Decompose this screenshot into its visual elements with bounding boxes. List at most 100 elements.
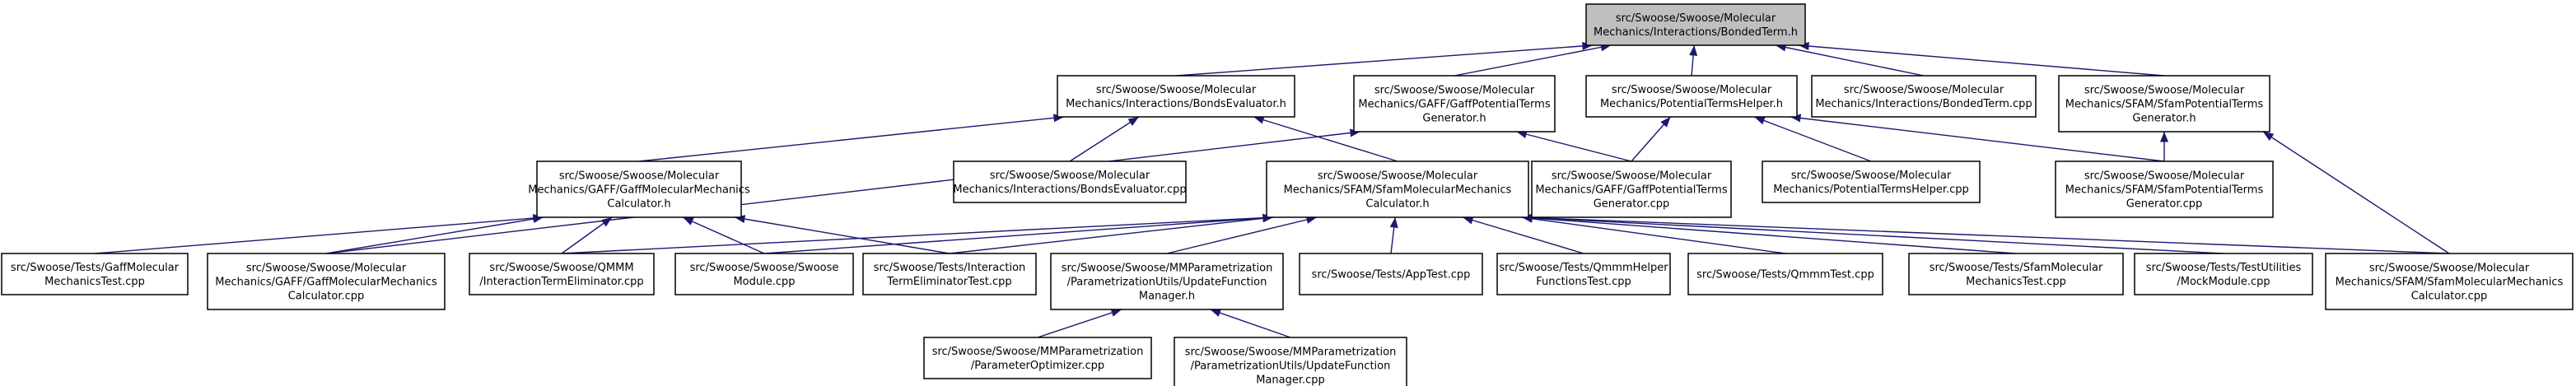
node-label-line: /MockModule.cpp [2177,276,2270,288]
node-label-line: /InteractionTermEliminator.cpp [479,276,643,288]
file-node-bondedterm-h: src/Swoose/Swoose/MolecularMechanics/Int… [1585,3,1806,46]
include-edge [734,215,950,254]
node-label-line: Mechanics/PotentialTermsHelper.h [1600,98,1783,110]
file-node-interactiontermeliminatortest-cpp[interactable]: src/Swoose/Tests/InteractionTermEliminat… [862,253,1037,295]
include-edge [1521,213,2017,254]
node-label-line: /ParametrizationUtils/UpdateFunction [1067,277,1267,289]
node-label-line: MechanicsTest.cpp [1966,276,2066,288]
include-edge [1069,116,1140,162]
node-label-line: Mechanics/SFAM/SfamMolecularMechanics [1284,184,1512,197]
node-label-line: src/Swoose/Tests/QmmmHelper [1499,262,1668,274]
node-label-line: Mechanics/PotentialTermsHelper.cpp [1773,184,1969,196]
node-label-line: Generator.h [2132,113,2196,125]
include-edge [561,213,1274,254]
node-box [1266,160,1529,218]
node-label-line: Manager.cpp [1256,374,1325,386]
include-edge [1754,116,1872,162]
node-label-line: src/Swoose/Swoose/Molecular [1374,85,1535,97]
include-edge [1253,115,1398,162]
include-edge [325,128,1361,254]
file-node-potentialtermshelper-h[interactable]: src/Swoose/Swoose/MolecularMechanics/Pot… [1585,75,1798,118]
node-label-line: Mechanics/SFAM/SfamPotentialTerms [2065,99,2264,111]
node-label-line: Mechanics/GAFF/GaffPotentialTerms [1358,99,1550,111]
node-label-line: Calculator.cpp [288,291,365,303]
include-edge [638,114,1065,162]
node-label-line: Mechanics/GAFF/GaffPotentialTerms [1535,184,1727,197]
node-box [207,253,446,310]
node-label-line: src/Swoose/Swoose/Molecular [2084,85,2245,97]
file-node-apptest-cpp[interactable]: src/Swoose/Tests/AppTest.cpp [1299,253,1483,295]
file-node-bondsevaluator-cpp[interactable]: src/Swoose/Swoose/MolecularMechanics/Int… [953,160,1187,203]
node-label-line: Calculator.h [1365,198,1429,211]
node-label-line: Mechanics/GAFF/GaffMolecularMechanics [528,184,750,197]
file-node-sfampotentialtermsgenerator-h[interactable]: src/Swoose/Swoose/MolecularMechanics/SFA… [2058,75,2270,133]
node-box [2058,75,2270,133]
node-label-line: src/Swoose/Tests/GaffMolecular [11,262,180,274]
node-box [1,253,189,295]
file-node-gaffmmtest-cpp[interactable]: src/Swoose/Tests/GaffMolecularMechanicsT… [1,253,189,295]
node-label-line: /ParameterOptimizer.cpp [971,360,1104,372]
node-box [862,253,1037,295]
node-label-line: src/Swoose/Swoose/Molecular [2369,263,2530,275]
include-edge [1389,216,1398,254]
node-label-line: Generator.cpp [1594,198,1670,211]
file-node-sfammmtest-cpp[interactable]: src/Swoose/Tests/SfamMolecularMechanicsT… [1908,253,2124,295]
file-node-updatefunctionmanager-h[interactable]: src/Swoose/Swoose/MMParametrization/Para… [1050,253,1284,310]
include-edge [1516,130,1632,162]
node-label-line: Calculator.h [607,198,670,211]
file-node-qmmmhelperfunctionstest-cpp[interactable]: src/Swoose/Tests/QmmmHelperFunctionsTest… [1496,253,1671,295]
file-node-sfammmcalculator-cpp[interactable]: src/Swoose/Swoose/MolecularMechanics/SFA… [2325,253,2574,310]
node-label-line: Mechanics/Interactions/BondedTerm.h [1594,26,1798,39]
include-edge [949,214,1274,254]
node-label-line: Mechanics/Interactions/BondedTerm.cpp [1815,98,2032,110]
node-label-line: Module.cpp [733,276,795,288]
file-node-gaffmmcalculator-cpp[interactable]: src/Swoose/Swoose/MolecularMechanics/GAF… [207,253,446,310]
node-box [1057,75,1295,118]
file-node-qmmmtest-cpp[interactable]: src/Swoose/Tests/QmmmTest.cpp [1687,253,1883,295]
node-label-line: Mechanics/Interactions/BondsEvaluator.cp… [953,184,1186,196]
node-label-line: src/Swoose/Swoose/Molecular [1096,84,1257,96]
node-label-line: /ParametrizationUtils/UpdateFunction [1191,360,1391,373]
node-label-line: src/Swoose/Swoose/Molecular [1616,12,1776,25]
include-edge [325,215,544,254]
file-node-bondedterm-cpp[interactable]: src/Swoose/Swoose/MolecularMechanics/Int… [1811,75,2037,118]
node-box [1687,253,1883,295]
node-box [923,337,1152,379]
include-edge [1790,114,2165,162]
file-node-interactiontermeliminator-cpp[interactable]: src/Swoose/Swoose/QMMM/InteractionTermEl… [469,253,655,295]
include-edge [1454,43,1612,77]
file-node-parameteroptimizer-cpp[interactable]: src/Swoose/Swoose/MMParametrization/Para… [923,337,1152,379]
node-label-line: src/Swoose/Tests/SfamMolecular [1930,262,2103,274]
node-label-line: Mechanics/SFAM/SfamPotentialTerms [2065,184,2264,197]
include-edge [1166,216,1318,254]
file-node-potentialtermshelper-cpp[interactable]: src/Swoose/Swoose/MolecularMechanics/Pot… [1762,160,1981,203]
node-box [2134,253,2313,295]
node-label-line: src/Swoose/Swoose/QMMM [489,262,633,274]
file-node-gaffpotentialtermsgenerator-h[interactable]: src/Swoose/Swoose/MolecularMechanics/GAF… [1353,75,1556,133]
file-node-mockmodule-cpp[interactable]: src/Swoose/Tests/TestUtilities/MockModul… [2134,253,2313,295]
node-label-line: src/Swoose/Swoose/Molecular [1318,170,1478,183]
file-node-sfammmcalculator-h[interactable]: src/Swoose/Swoose/MolecularMechanics/SFA… [1266,160,1529,218]
file-node-gaffmmcalculator-h[interactable]: src/Swoose/Swoose/MolecularMechanics/GAF… [528,160,750,218]
node-label-line: src/Swoose/Swoose/Molecular [246,263,407,275]
node-label-line: src/Swoose/Swoose/Molecular [1552,170,1712,183]
file-node-updatefunctionmanager-cpp[interactable]: src/Swoose/Swoose/MMParametrization/Para… [1174,337,1407,386]
node-box [1585,3,1806,46]
node-label-line: src/Swoose/Swoose/Molecular [2084,170,2245,183]
node-label-line: Manager.h [1139,291,1195,303]
include-edge [763,213,1274,254]
node-label-line: src/Swoose/Tests/Interaction [874,262,1026,274]
node-label-line: FunctionsTest.cpp [1536,276,1631,288]
node-label-line: MechanicsTest.cpp [44,276,145,288]
include-edge [1631,116,1671,162]
include-edge [1521,213,2224,254]
include-edge [94,213,544,254]
node-layer: src/Swoose/Swoose/MolecularMechanics/Int… [1,3,2574,386]
file-node-sfampotentialtermsgenerator-cpp[interactable]: src/Swoose/Swoose/MolecularMechanics/SFA… [2055,160,2274,218]
node-box [1908,253,2124,295]
node-box [674,253,854,295]
file-node-bondsevaluator-h[interactable]: src/Swoose/Swoose/MolecularMechanics/Int… [1057,75,1295,118]
file-node-gaffpotentialtermsgenerator-cpp[interactable]: src/Swoose/Swoose/MolecularMechanics/GAF… [1531,160,1732,218]
include-edge [1210,309,1291,338]
